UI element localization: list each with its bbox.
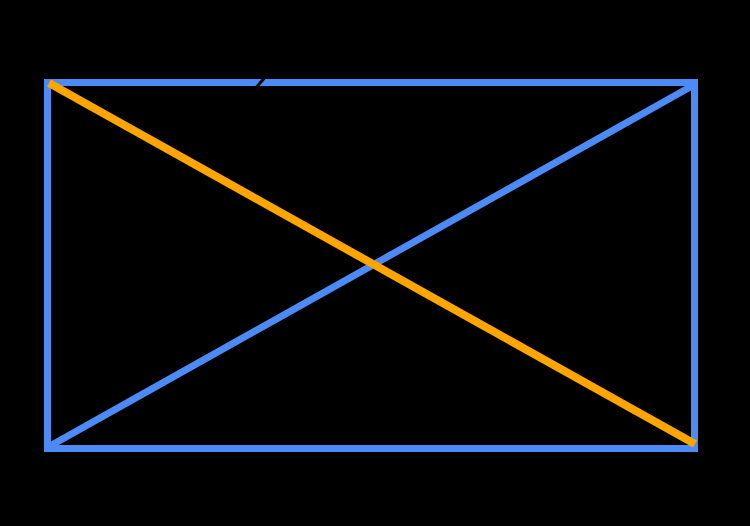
diagonal-orange-line — [47, 79, 697, 448]
rectangle-outline — [44, 79, 698, 452]
tick-mark — [252, 74, 269, 91]
